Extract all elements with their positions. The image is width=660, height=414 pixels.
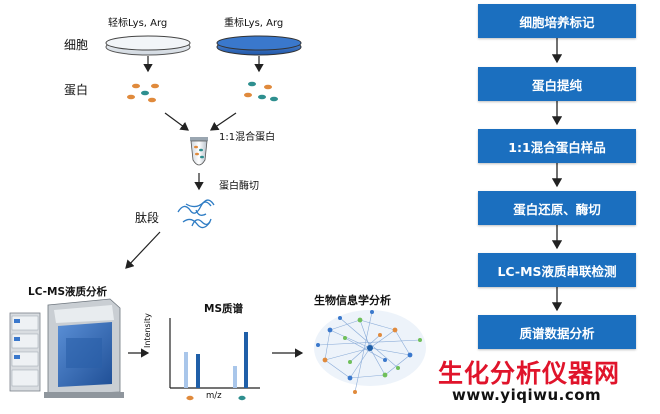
flow-step-mix-samples: 1:1混合蛋白样品 xyxy=(478,129,636,163)
heavy-protein-dots xyxy=(244,81,278,102)
flow-step-protein-purification: 蛋白提纯 xyxy=(478,67,636,101)
arrow-heavy-to-mix xyxy=(210,112,237,131)
peptide-label: 肽段 xyxy=(135,211,160,225)
peptide-squiggles xyxy=(177,199,215,229)
mix-tube xyxy=(190,137,208,166)
peak-heavy-2 xyxy=(244,332,248,388)
light-dish xyxy=(105,35,191,56)
watermark-title: 生化分析仪器网 xyxy=(438,359,621,388)
flow-step-reduce-digest: 蛋白还原、酶切 xyxy=(478,191,636,225)
ms-spectrum xyxy=(169,318,260,401)
peak-light-1 xyxy=(184,352,188,388)
ms-label: MS质谱 xyxy=(204,303,244,315)
light-protein-dots xyxy=(127,83,159,103)
flow-connectors xyxy=(551,38,563,312)
peak-heavy-1 xyxy=(196,354,200,388)
flow-step-lcms-detection: LC-MS液质串联检测 xyxy=(478,253,636,287)
heavy-label-label: 重标Lys, Arg xyxy=(224,18,284,29)
x-axis-label: m/z xyxy=(206,391,222,401)
watermark-url: www.yiqiwu.com xyxy=(452,386,602,404)
legend-heavy-dot xyxy=(238,395,246,401)
light-label-label: 轻标Lys, Arg xyxy=(108,18,168,29)
workflow-schematic xyxy=(9,35,426,401)
mix-label: 1:1混合蛋白 xyxy=(219,132,276,143)
bioinfo-label: 生物信息学分析 xyxy=(314,294,391,307)
y-axis-label: Intensity xyxy=(143,313,152,348)
digest-label: 蛋白酶切 xyxy=(219,181,259,192)
cell-label: 细胞 xyxy=(64,38,89,52)
protein-label: 蛋白 xyxy=(64,83,89,97)
lcms-instrument xyxy=(9,298,124,398)
lcms-label: LC-MS液质分析 xyxy=(28,286,108,298)
bioinformatics-network xyxy=(314,310,426,394)
peak-light-2 xyxy=(233,366,237,388)
arrow-light-to-mix xyxy=(164,112,189,131)
flow-step-cell-culture: 细胞培养标记 xyxy=(478,4,636,38)
flow-step-data-analysis: 质谱数据分析 xyxy=(478,315,636,349)
heavy-dish xyxy=(216,35,302,56)
legend-light-dot xyxy=(186,395,194,401)
arrow-to-lcms xyxy=(125,231,161,269)
